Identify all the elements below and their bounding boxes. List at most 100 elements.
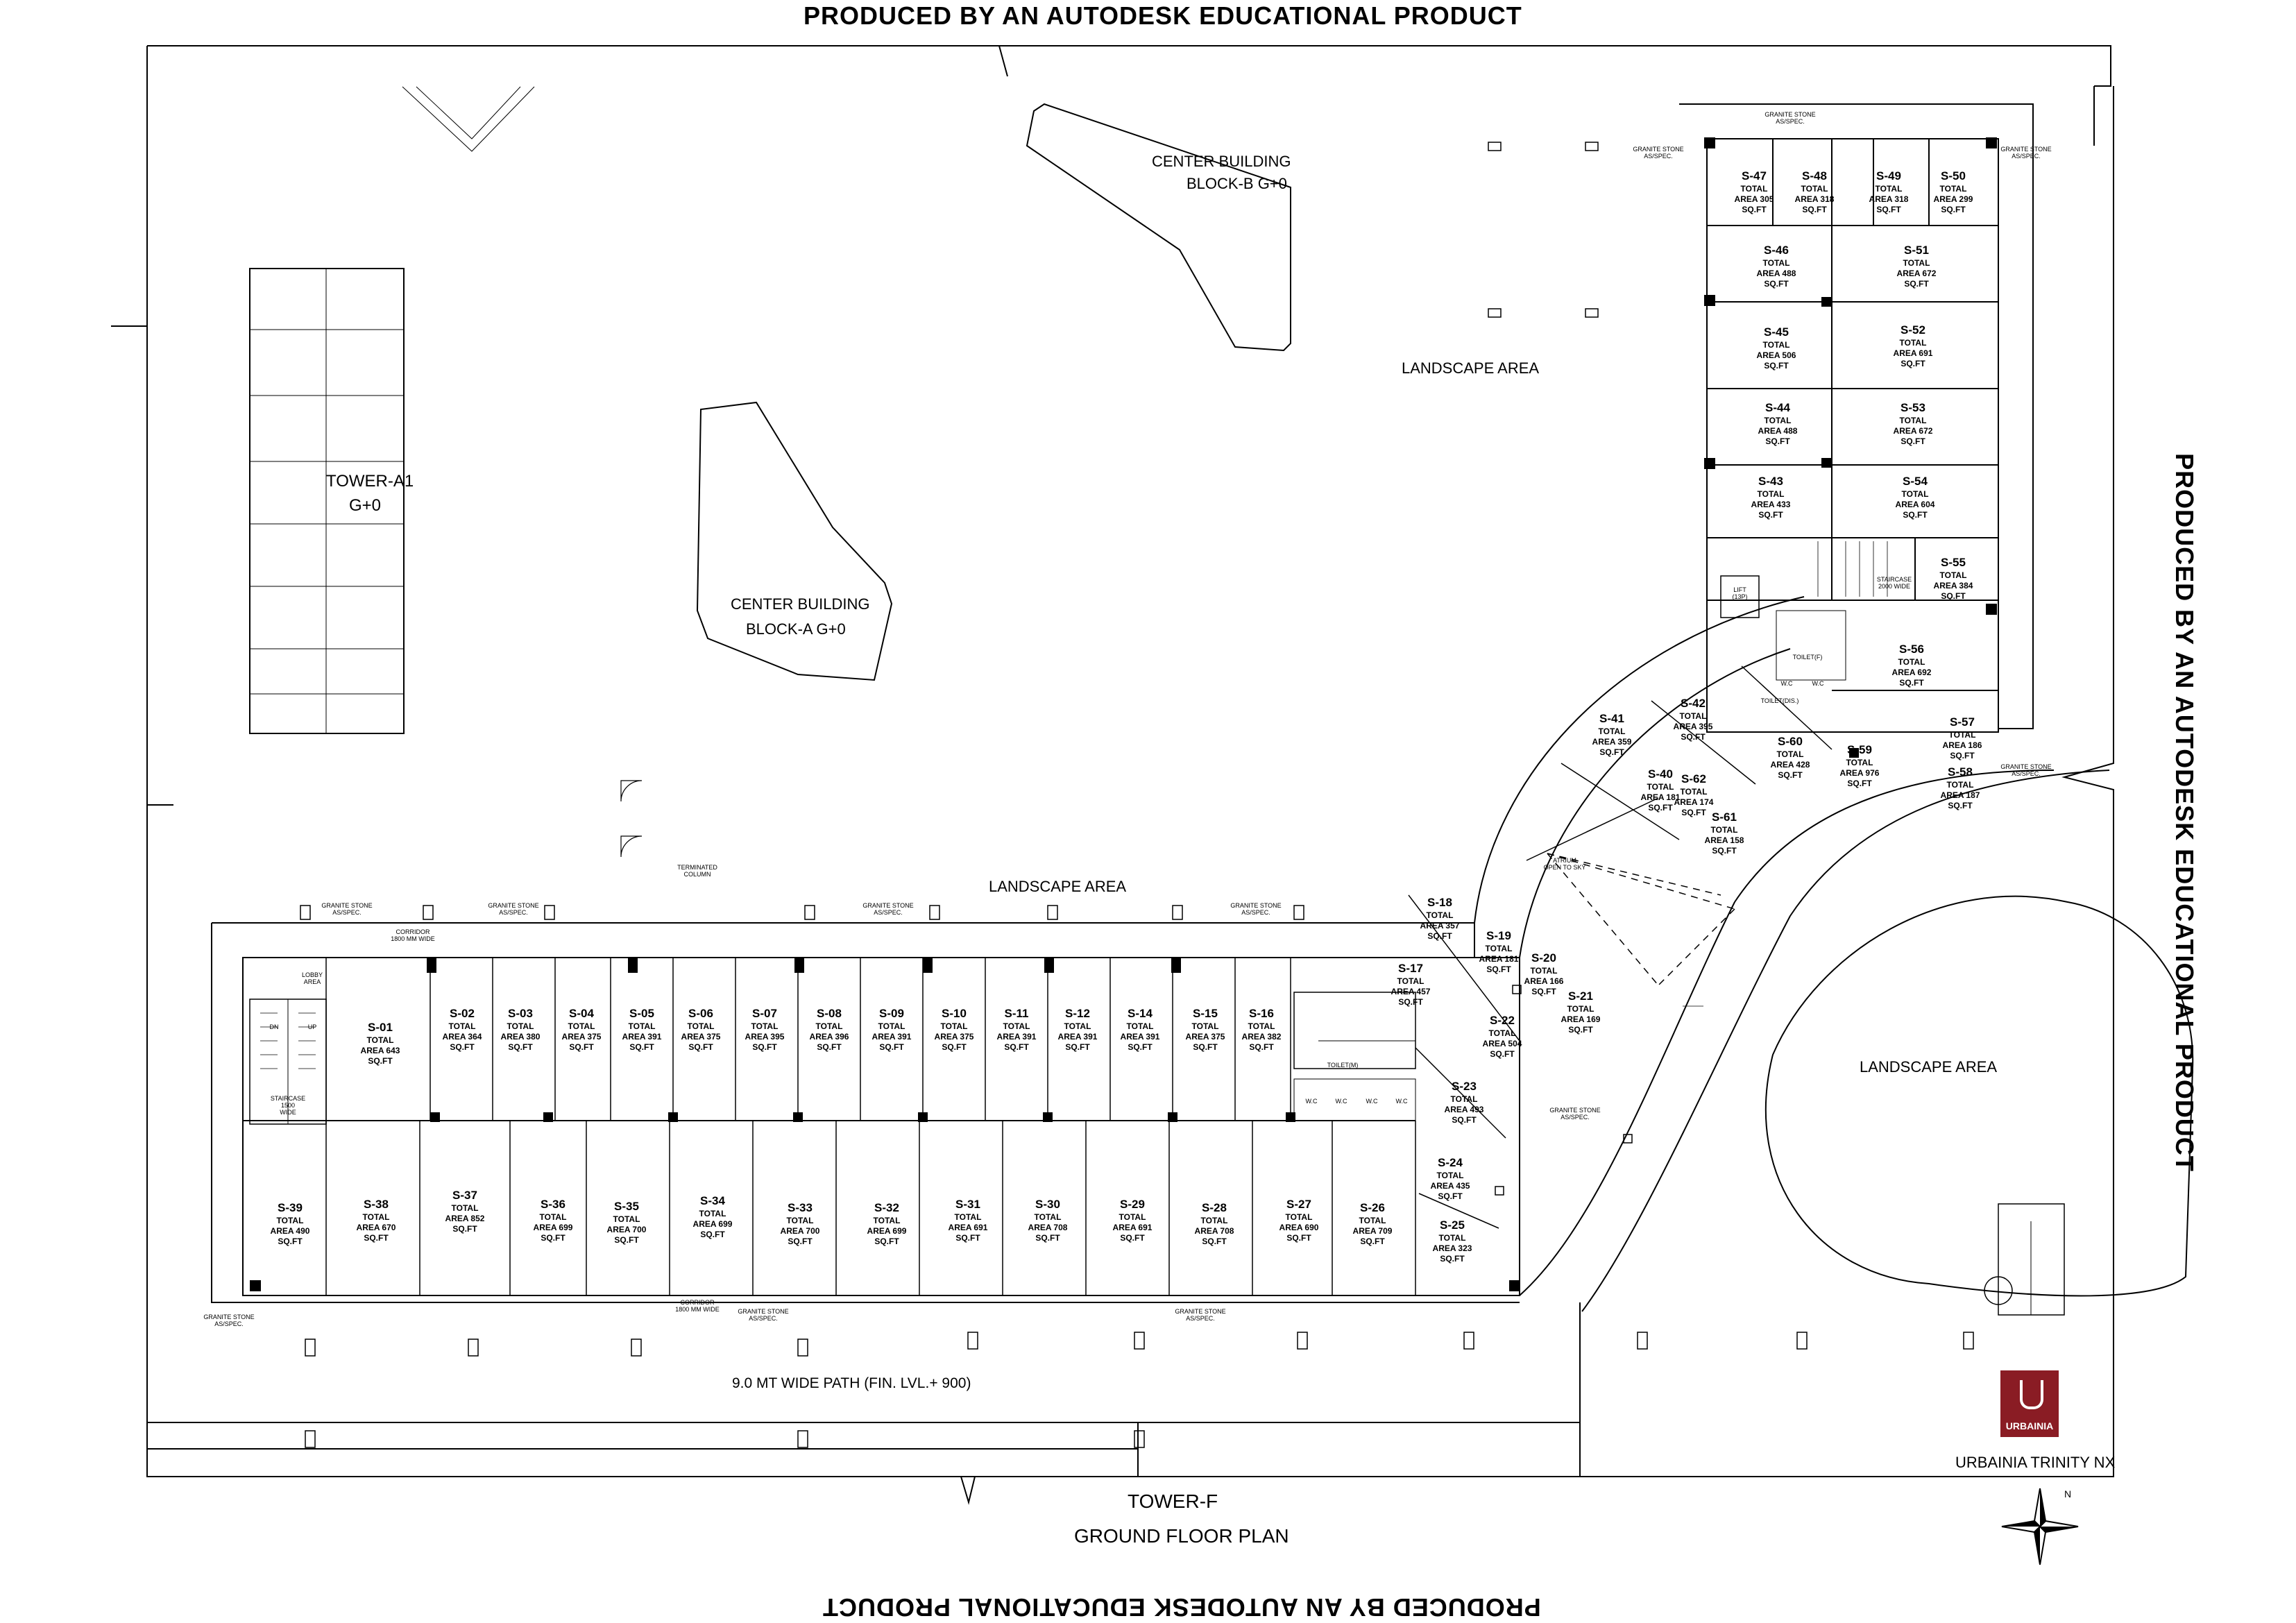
unit-area-unit: SQ.FT xyxy=(364,1233,389,1243)
unit-id: S-04 xyxy=(569,1007,594,1020)
unit-area-unit: SQ.FT xyxy=(1360,1237,1385,1246)
unit-area-unit: SQ.FT xyxy=(788,1237,813,1246)
unit-area-value: AREA 709 xyxy=(1352,1226,1393,1236)
unit-area-unit: SQ.FT xyxy=(1903,510,1928,520)
unit-area-unit: SQ.FT xyxy=(1941,591,1966,601)
wc-label-6: W.C xyxy=(1812,680,1824,687)
unit-area-unit: SQ.FT xyxy=(450,1042,475,1052)
unit-area-unit: SQ.FT xyxy=(1802,205,1827,214)
unit-id: S-26 xyxy=(1360,1201,1385,1214)
unit-area-value: AREA 166 xyxy=(1524,976,1564,986)
unit-area-value: AREA 187 xyxy=(1940,790,1980,800)
unit-id: S-08 xyxy=(817,1007,842,1020)
tower-a1-floors: G+0 xyxy=(349,496,382,515)
unit-id: S-27 xyxy=(1286,1198,1311,1211)
unit-area-label: TOTAL xyxy=(1948,730,1976,740)
center-building-a-label: CENTER BUILDING xyxy=(731,595,870,613)
unit-area-label: TOTAL xyxy=(1899,338,1927,348)
unit-area-label: TOTAL xyxy=(1200,1216,1228,1225)
unit-area-unit: SQ.FT xyxy=(1486,965,1511,974)
tower-a1-outline xyxy=(249,268,405,734)
unit-id: S-43 xyxy=(1758,475,1783,488)
unit-id: S-30 xyxy=(1035,1198,1060,1211)
unit-area-label: TOTAL xyxy=(1488,1028,1516,1038)
unit-area-unit: SQ.FT xyxy=(817,1042,842,1052)
site-boundary xyxy=(147,45,2111,146)
unit-id: S-23 xyxy=(1452,1080,1477,1093)
unit-id: S-24 xyxy=(1438,1156,1463,1169)
unit-area-unit: SQ.FT xyxy=(368,1056,393,1066)
unit-area-label: TOTAL xyxy=(1776,749,1804,759)
unit-area-value: AREA 490 xyxy=(270,1226,310,1236)
unit-area-value: AREA 357 xyxy=(1420,921,1460,931)
unit-area-label: TOTAL xyxy=(1436,1171,1464,1180)
unit-id: S-19 xyxy=(1486,929,1511,942)
unit-area-label: TOTAL xyxy=(1530,966,1558,976)
path-label: 9.0 MT WIDE PATH (FIN. LVL.+ 900) xyxy=(732,1375,971,1391)
unit-area-unit: SQ.FT xyxy=(1764,361,1789,371)
unit-area-label: TOTAL xyxy=(1946,780,1974,790)
unit-area-label: TOTAL xyxy=(1191,1021,1219,1031)
unit-area-unit: SQ.FT xyxy=(629,1042,654,1052)
unit-area-label: TOTAL xyxy=(1647,782,1674,792)
unit-area-label: TOTAL xyxy=(1903,258,1930,268)
unit-id: S-20 xyxy=(1531,951,1556,965)
wc-label-4: W.C xyxy=(1395,1098,1408,1105)
unit-id: S-49 xyxy=(1876,169,1901,182)
unit-area-label: TOTAL xyxy=(940,1021,968,1031)
lift-label: LIFT(13P) xyxy=(1732,586,1748,600)
unit-id: S-47 xyxy=(1742,169,1767,182)
unit-area-label: TOTAL xyxy=(1485,944,1513,953)
unit-area-unit: SQ.FT xyxy=(1490,1049,1515,1059)
unit-area-value: AREA 375 xyxy=(561,1032,602,1042)
unit-area-label: TOTAL xyxy=(448,1021,476,1031)
curved-block-outer xyxy=(1474,596,1805,924)
unit-id: S-16 xyxy=(1249,1007,1274,1020)
unit-area-label: TOTAL xyxy=(1450,1094,1478,1104)
unit-area-unit: SQ.FT xyxy=(1065,1042,1090,1052)
unit-id: S-60 xyxy=(1778,735,1803,748)
unit-id: S-09 xyxy=(879,1007,904,1020)
unit-area-label: TOTAL xyxy=(451,1203,479,1213)
unit-id: S-51 xyxy=(1904,244,1929,257)
urbainia-logo: URBAINIA xyxy=(2000,1370,2059,1437)
unit-area-label: TOTAL xyxy=(1680,787,1708,797)
unit-area-label: TOTAL xyxy=(1901,489,1929,499)
unit-area-label: TOTAL xyxy=(1598,726,1626,736)
unit-id: S-57 xyxy=(1950,715,1975,729)
unit-area-value: AREA 391 xyxy=(871,1032,912,1042)
unit-area-unit: SQ.FT xyxy=(1778,770,1803,780)
unit-id: S-14 xyxy=(1128,1007,1153,1020)
unit-area-value: AREA 700 xyxy=(780,1226,820,1236)
center-building-b-label: CENTER BUILDING xyxy=(1152,153,1291,170)
unit-area-label: TOTAL xyxy=(1438,1233,1466,1243)
unit-area-label: TOTAL xyxy=(1397,976,1425,986)
unit-id: S-40 xyxy=(1648,767,1673,781)
